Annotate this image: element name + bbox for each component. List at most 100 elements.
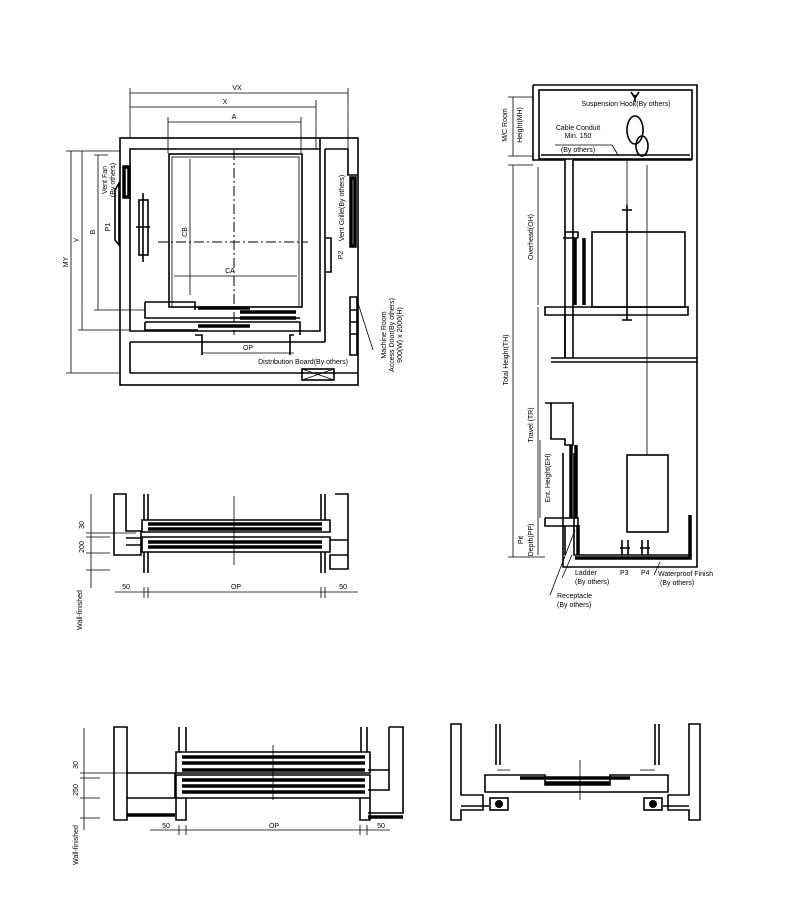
access-door-label: Machine Room xyxy=(381,311,388,358)
waterproof-label: (By others) xyxy=(660,580,694,587)
waterproof-finish xyxy=(575,515,692,560)
pit-landing xyxy=(544,517,579,555)
guide-rail-line xyxy=(136,193,150,262)
sill-detail-1: 30 200 50 50 OP Wall-finished xyxy=(77,493,358,630)
dim-250: 250 xyxy=(73,784,80,796)
right-pulley xyxy=(649,800,657,808)
floor-slab xyxy=(551,357,697,363)
dim-cb: CB xyxy=(182,227,189,237)
landing-header xyxy=(545,402,574,446)
car-doors xyxy=(198,306,296,328)
dim-p2: P2 xyxy=(338,251,345,260)
wall-finished-label: Wall-finished xyxy=(73,825,80,865)
right-pulley-box xyxy=(643,797,663,811)
dim-50-left: 50 xyxy=(162,823,170,830)
dim-50-left: 50 xyxy=(122,584,130,591)
distribution-board-label: Distribution Board(By others) xyxy=(258,359,348,366)
left-wall xyxy=(450,723,484,821)
receptacle-label: (By others) xyxy=(557,602,591,609)
ent-height-label: Ent. Height(EH) xyxy=(545,453,552,502)
access-door-label: 900(W) x 2000(H) xyxy=(397,307,404,363)
car-dimension-lines xyxy=(174,159,297,354)
shaft-outline xyxy=(532,84,698,568)
car-walls xyxy=(143,494,326,520)
entrance-jambs xyxy=(195,334,294,355)
left-wall xyxy=(113,726,176,821)
dim-b: B xyxy=(90,229,97,234)
p4-label: P4 xyxy=(641,570,650,577)
buffer-rod xyxy=(622,205,632,321)
car-walls xyxy=(178,727,368,752)
machine-room-wall xyxy=(319,138,358,342)
door-panels xyxy=(148,522,322,549)
dimension-lines xyxy=(80,728,390,835)
dim-my: MY xyxy=(63,256,70,267)
traction-sheave xyxy=(626,115,644,145)
ladder-label: Ladder xyxy=(575,570,597,577)
access-door xyxy=(349,296,358,356)
vent-fan-label: Vent Fan xyxy=(102,166,109,194)
sill-detail-2: 30 250 50 50 OP Wall-finished xyxy=(73,726,404,865)
leader-line xyxy=(356,299,374,351)
dim-50-right: 50 xyxy=(339,584,347,591)
left-pulley xyxy=(495,800,503,808)
dim-50-right: 50 xyxy=(377,823,385,830)
front-wall xyxy=(129,341,358,374)
waterproof-label: Waterproof Finish xyxy=(658,571,713,578)
left-dimension-lines xyxy=(66,150,145,374)
p1-box xyxy=(114,179,120,248)
pit-depth-label: Pit xyxy=(518,536,525,544)
p3-label: P3 xyxy=(620,570,629,577)
p2-box xyxy=(326,237,332,273)
dim-p1: P1 xyxy=(105,223,112,232)
dim-200: 200 xyxy=(79,541,86,553)
mc-room-label: M/C Room xyxy=(502,108,509,142)
counterweight xyxy=(626,454,669,533)
jambs xyxy=(175,798,371,821)
wall-finished-label: Wall-finished xyxy=(77,590,84,630)
top-dimension-lines xyxy=(129,88,349,153)
dim-30: 30 xyxy=(73,761,80,769)
left-wall xyxy=(113,493,142,556)
car-door xyxy=(573,238,586,305)
vent-fan-label: (By others) xyxy=(110,163,117,197)
section-view: Suspension Hook(By others) Cable Conduit… xyxy=(502,84,713,609)
dim-ca: CA xyxy=(225,268,235,275)
ropes xyxy=(626,160,648,455)
sills xyxy=(141,519,331,553)
overhead-label: Overhead(OH) xyxy=(528,214,535,260)
distribution-board xyxy=(301,368,335,381)
car-inner xyxy=(171,156,300,308)
leader-lines xyxy=(549,529,661,596)
dim-op: OP xyxy=(231,584,241,591)
dim-op: OP xyxy=(269,823,279,830)
cable-conduit-label: Cable Conduit xyxy=(556,125,600,132)
right-wall xyxy=(368,726,404,814)
door-panels xyxy=(182,755,365,794)
dim-op: OP xyxy=(243,345,253,352)
shaft-inner-wall xyxy=(129,148,321,332)
right-wall xyxy=(329,493,349,570)
car-platform xyxy=(544,306,689,358)
jambs xyxy=(143,552,326,573)
deflector-sheave xyxy=(635,135,649,157)
ladder-label: (By others) xyxy=(575,579,609,586)
cable-conduit-leader xyxy=(555,144,619,156)
shaft-outer-wall xyxy=(119,137,359,386)
suspension-hook xyxy=(630,91,640,102)
sill-detail-3 xyxy=(450,723,701,821)
dim-a: A xyxy=(232,114,237,121)
buffers xyxy=(620,540,650,555)
dim-30: 30 xyxy=(79,521,86,529)
mc-room-label: Height(MH) xyxy=(517,107,524,143)
cable-conduit-label: (By others) xyxy=(561,147,595,154)
pit-depth-label: Depth(PP) xyxy=(528,524,535,557)
access-door-label: Access Door(By others) xyxy=(389,298,396,372)
right-wall xyxy=(667,723,701,821)
dim-y: Y xyxy=(74,237,81,242)
cable-conduit-label: Min. 150 xyxy=(565,133,592,140)
hall-sill xyxy=(144,321,301,335)
dim-vx: VX xyxy=(232,85,242,92)
total-height-label: Total Height(TH) xyxy=(503,335,510,386)
